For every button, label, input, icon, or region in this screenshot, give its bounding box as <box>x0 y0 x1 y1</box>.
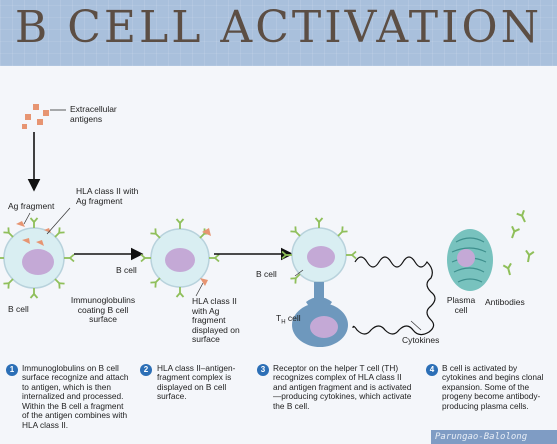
hla-displayed-label: HLA class II with Ag fragment displayed … <box>192 296 240 345</box>
step-4-badge: 4 <box>426 364 438 376</box>
page-title: B CELL ACTIVATION <box>14 2 543 53</box>
b-cell-label-2: B cell <box>116 265 137 275</box>
title-band <box>0 0 557 66</box>
b-cell-3 <box>281 217 357 285</box>
ag-fragment-label: Ag fragment <box>8 201 55 211</box>
step-3-badge: 3 <box>257 364 269 376</box>
b-cell-label-1: B cell <box>8 304 29 314</box>
b-cell-label-3: B cell <box>256 269 277 279</box>
step-3-text: Receptor on the helper T cell (TH) recog… <box>273 363 412 411</box>
step-4-text: B cell is activated by cytokines and beg… <box>442 363 544 411</box>
cytokines-leader-line <box>410 320 422 331</box>
th-cell-label: TH cell <box>276 313 301 326</box>
antibodies <box>502 209 535 278</box>
plasma-cell <box>447 229 493 291</box>
watermark: Parungao-Balolong <box>431 430 557 444</box>
step-2-text: HLA class II–antigen-fragment complex is… <box>157 363 236 402</box>
b-cell-1 <box>0 207 75 299</box>
plasma-cell-label: Plasma cell <box>446 295 476 315</box>
t-helper-cell <box>292 282 348 347</box>
step-1-text: Immunoglobulins on B cell surface recogn… <box>22 363 129 430</box>
hla-class-ii-label: HLA class II with Ag fragment <box>76 186 139 206</box>
extracellular-antigens <box>22 104 49 129</box>
cytokines-label: Cytokines <box>402 335 440 345</box>
step-2-badge: 2 <box>140 364 152 376</box>
cytokine-signal-wave <box>352 256 436 336</box>
b-cell-2 <box>140 218 220 298</box>
immunoglobulins-label: Immunoglobulins coating B cell surface <box>70 295 136 325</box>
extracellular-antigens-label: Extracellular antigens <box>70 104 117 124</box>
antibodies-label: Antibodies <box>485 297 525 307</box>
step-1-badge: 1 <box>6 364 18 376</box>
